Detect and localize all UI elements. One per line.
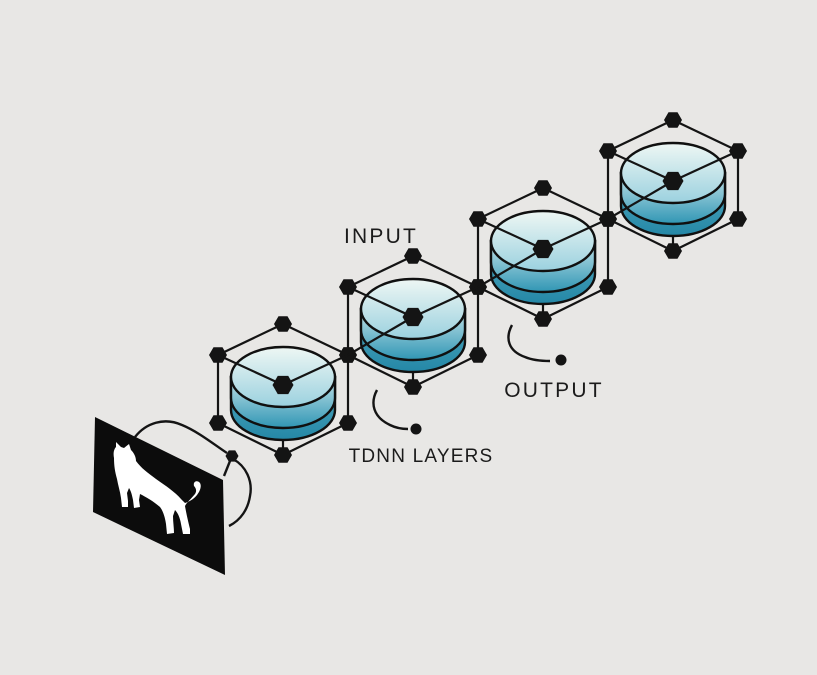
input-arc-bottom	[228, 457, 252, 528]
input-image-panel	[93, 417, 225, 575]
tdnn-pointer	[372, 389, 422, 435]
tdnn-layers-label: TDNN LAYERS	[349, 446, 494, 467]
output-pointer	[507, 324, 567, 366]
chain-link-2	[477, 248, 544, 288]
chain-link-1	[347, 316, 414, 356]
tdnn-pointer-arc	[372, 389, 409, 431]
input-connector	[134, 420, 252, 528]
chain-link-3	[607, 180, 674, 220]
output-label: OUTPUT	[504, 379, 604, 402]
output-pointer-arc	[507, 324, 551, 363]
input-arc-top	[134, 420, 228, 455]
input-label: INPUT	[344, 225, 418, 248]
cat-silhouette-icon	[113, 442, 201, 534]
output-pointer-dot	[555, 354, 567, 366]
tdnn-pointer-dot	[410, 423, 422, 435]
